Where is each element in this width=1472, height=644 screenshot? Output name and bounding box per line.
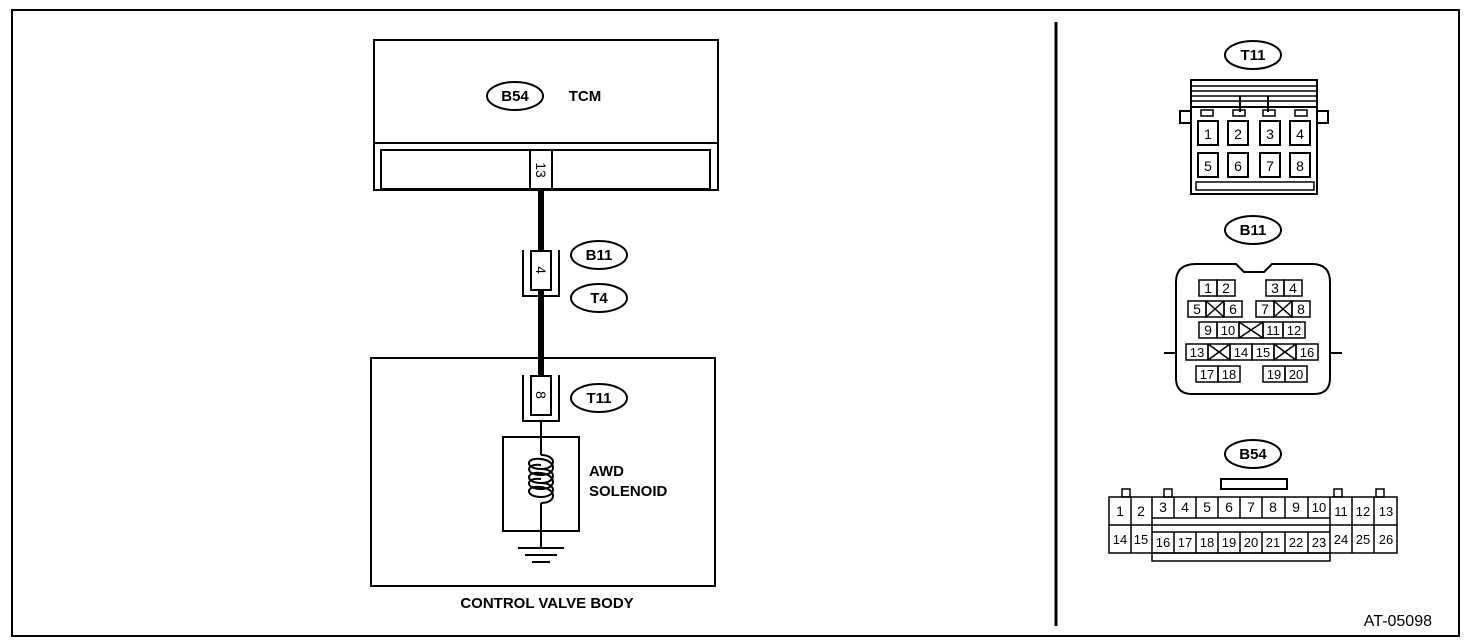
- joint-connector-bracket: [522, 250, 560, 297]
- b11-pin: 2: [1222, 280, 1230, 296]
- b54-pin: 17: [1178, 535, 1192, 550]
- t11-pin: 3: [1266, 126, 1274, 142]
- schematic: 13 B54 TCM 4 B11 T4 CONTROL VALVE BODY 8…: [370, 39, 719, 612]
- b54-pin: 18: [1200, 535, 1214, 550]
- b54-pin: 12: [1356, 504, 1370, 519]
- b54-pin: 7: [1247, 499, 1255, 515]
- b11-pin: 14: [1234, 345, 1248, 360]
- b54-pin: 20: [1244, 535, 1258, 550]
- b11-connector-badge: [570, 240, 628, 270]
- b54-pin: 4: [1181, 499, 1189, 515]
- b11-pins: [1185, 279, 1319, 383]
- b54-pin: 26: [1379, 532, 1393, 547]
- t11-view-label: T11: [1240, 47, 1265, 64]
- b11-pin: 3: [1271, 280, 1279, 296]
- b54-pin-labels: 1 2 3 4 5 6 7 8 9 10 11 12 13 14 15 16 1…: [1113, 499, 1393, 550]
- b54-pin: 25: [1356, 532, 1370, 547]
- b54-pin: 8: [1269, 499, 1277, 515]
- b54-pin: 22: [1289, 535, 1303, 550]
- b54-pin: 19: [1222, 535, 1236, 550]
- b11-pin: 9: [1204, 322, 1212, 338]
- b11-pin: 7: [1261, 301, 1269, 317]
- b11-pin: 4: [1289, 280, 1297, 296]
- b54-pin: 21: [1266, 535, 1280, 550]
- t11-pin: 6: [1234, 158, 1242, 174]
- t11-pin: 4: [1296, 126, 1304, 142]
- b54-connector-view: B54 1 2 3 4: [1108, 439, 1398, 562]
- t11-connector-badge: [570, 383, 628, 413]
- b11-pin: 1: [1204, 280, 1212, 296]
- b11-pin: 18: [1222, 367, 1236, 382]
- b54-pin: 11: [1334, 504, 1348, 519]
- t11-pin: 8: [1296, 158, 1304, 174]
- b11-pin: 19: [1267, 367, 1281, 382]
- t4-connector-label: T4: [590, 290, 608, 307]
- solenoid-pin-box: [530, 375, 552, 416]
- b54-pin: 1: [1116, 503, 1124, 519]
- ground-icon: [518, 547, 564, 563]
- t11-pin: 7: [1266, 158, 1274, 174]
- t11-connector-label: T11: [586, 390, 611, 407]
- t11-pins: 1 2 3 4 5 6 7 8: [1197, 120, 1311, 178]
- b11-pin: 15: [1256, 345, 1270, 360]
- joint-pin-box: [530, 250, 552, 291]
- t11-view-badge: [1224, 40, 1282, 70]
- b54-pin: 5: [1203, 499, 1211, 515]
- joint-pin-4: 4: [533, 266, 549, 274]
- control-valve-body-box: [370, 357, 716, 587]
- control-valve-body-label: CONTROL VALVE BODY: [460, 595, 633, 612]
- b54-pin: 6: [1225, 499, 1233, 515]
- b54-pin: 2: [1137, 503, 1145, 519]
- b54-pin: 14: [1113, 532, 1127, 547]
- b11-pin: 16: [1300, 345, 1314, 360]
- t11-pin: 5: [1204, 158, 1212, 174]
- b11-connector-view: B11: [1164, 215, 1342, 395]
- b54-connector-badge: [486, 81, 544, 111]
- b11-pin: 13: [1190, 345, 1204, 360]
- tcm-label: TCM: [569, 88, 602, 105]
- b54-pin: 16: [1156, 535, 1170, 550]
- b54-pin: 23: [1312, 535, 1326, 550]
- b54-pin: 13: [1379, 504, 1393, 519]
- t11-pin: 2: [1234, 126, 1242, 142]
- solenoid-pin-8: 8: [533, 391, 549, 399]
- b54-pins: [1108, 496, 1398, 562]
- figure-id: AT-05098: [1364, 613, 1432, 630]
- b54-pin: 24: [1334, 532, 1348, 547]
- b54-connector-label: B54: [501, 88, 529, 105]
- b11-pin: 11: [1266, 323, 1280, 338]
- b54-pin: 10: [1312, 500, 1326, 515]
- t4-connector-badge: [570, 283, 628, 313]
- b54-view-label: B54: [1239, 446, 1267, 463]
- b11-view-badge: [1224, 215, 1282, 245]
- b11-pin: 20: [1289, 367, 1303, 382]
- awd-solenoid-label-2: SOLENOID: [589, 483, 668, 500]
- t11-connector-view: T11 1 2 3 4 5 6 7: [1179, 40, 1329, 195]
- b11-pin: 5: [1193, 301, 1201, 317]
- b54-view-badge: [1224, 439, 1282, 469]
- b54-pin: 15: [1134, 532, 1148, 547]
- solenoid-coil-icon: [528, 454, 554, 504]
- tcm-pin-13: 13: [533, 162, 549, 178]
- t11-pin: 1: [1204, 126, 1212, 142]
- b11-pin: 6: [1229, 301, 1237, 317]
- b11-pin: 17: [1200, 367, 1214, 382]
- diagram-frame: [11, 9, 1460, 637]
- b11-pin: 12: [1287, 323, 1301, 338]
- b54-pin: 3: [1159, 499, 1167, 515]
- b11-pin-labels: 1 2 3 4 5 6 7 8 9 10 11 12 13 14 15 16 1…: [1190, 280, 1314, 382]
- b11-view-label: B11: [1240, 222, 1267, 239]
- b11-pin: 10: [1221, 323, 1235, 338]
- awd-solenoid-label-1: AWD: [589, 463, 624, 480]
- b11-pin: 8: [1297, 301, 1305, 317]
- b11-connector-label: B11: [586, 247, 613, 264]
- b54-pin: 9: [1292, 499, 1300, 515]
